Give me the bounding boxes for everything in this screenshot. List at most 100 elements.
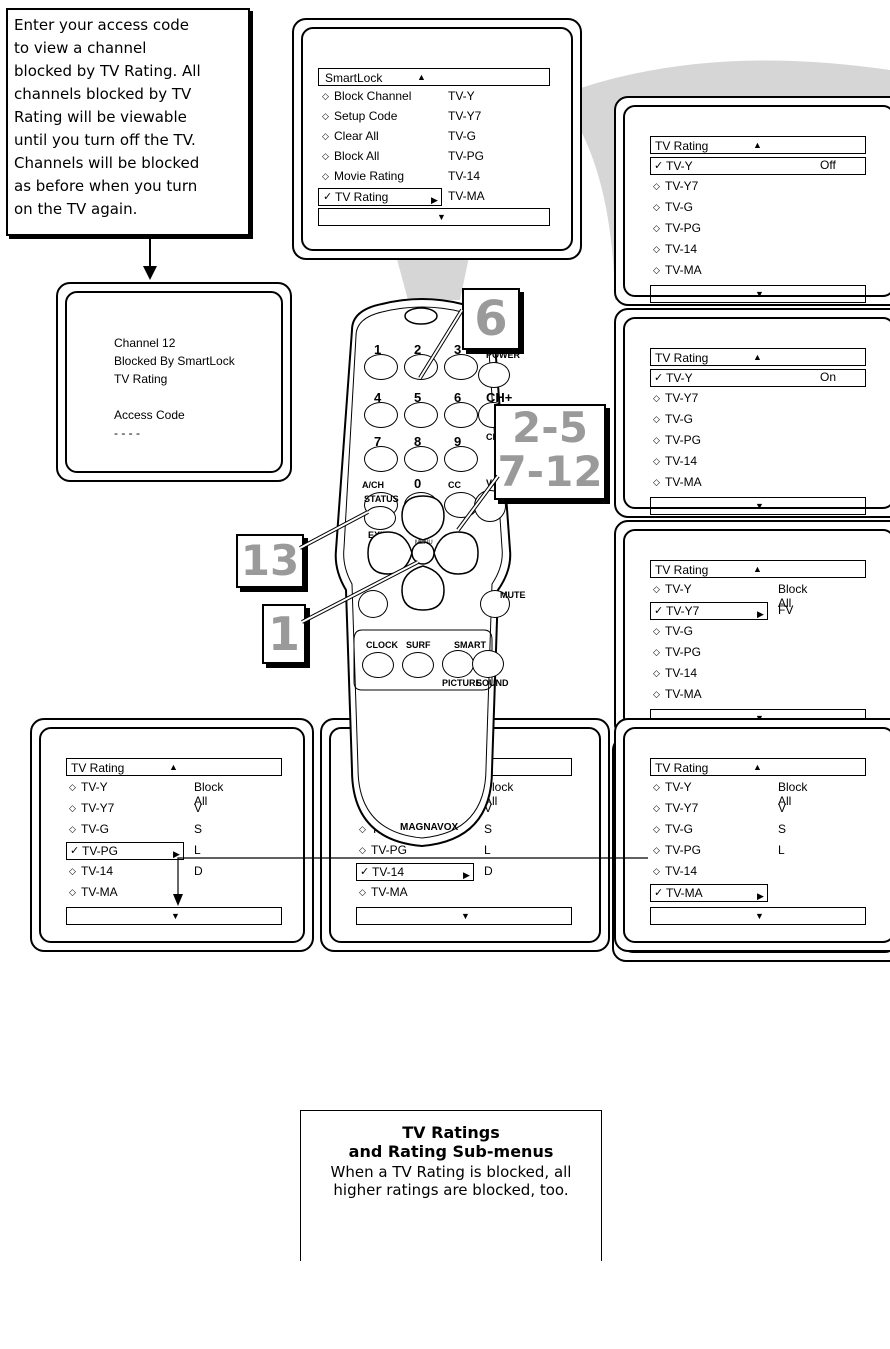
number-button-1[interactable] bbox=[364, 354, 398, 380]
smartlock-item[interactable]: ◇Movie Rating bbox=[318, 168, 550, 186]
diamond-icon: ◇ bbox=[322, 151, 329, 161]
rating-item[interactable]: ◇TV-PG bbox=[650, 644, 866, 662]
rating-note-box: TV Ratings and Rating Sub-menus When a T… bbox=[300, 1110, 602, 1261]
diamond-icon: ◇ bbox=[653, 668, 660, 678]
rating-item-label: TV-MA bbox=[665, 687, 702, 701]
right-arrow-icon: ▶ bbox=[463, 870, 470, 880]
rating-item-label: TV-Y7 bbox=[666, 604, 700, 618]
smartlock-item[interactable]: ◇ Block Channel bbox=[318, 88, 550, 106]
step-7-12-label: 7-12 bbox=[497, 447, 603, 496]
down-arrow-icon: ▼ bbox=[437, 212, 446, 222]
number-button-8[interactable] bbox=[404, 446, 438, 472]
callout-line: Enter your access code bbox=[14, 16, 190, 34]
dpad-up[interactable] bbox=[401, 495, 445, 541]
rating-item[interactable]: ◇TV-G bbox=[650, 411, 866, 429]
status-button[interactable] bbox=[364, 506, 396, 530]
rating-item[interactable]: ✓TV-Y bbox=[650, 369, 866, 387]
rating-item[interactable]: ✓TV-PG▶ bbox=[66, 842, 184, 860]
rating-value: FV bbox=[778, 603, 794, 617]
rating-item[interactable]: ◇TV-PG bbox=[650, 432, 866, 450]
number-label: 4 bbox=[374, 390, 382, 405]
smartlock-item[interactable]: ◇Clear All bbox=[318, 128, 550, 146]
rating-item[interactable]: ◇TV-14 bbox=[650, 241, 866, 259]
blocked-line: Access Code bbox=[114, 408, 185, 422]
rating-value: Block All bbox=[778, 582, 808, 610]
power-button[interactable] bbox=[478, 362, 510, 388]
rating-item-label: TV-14 bbox=[665, 242, 698, 256]
clock-button[interactable] bbox=[362, 652, 394, 678]
number-label: 2 bbox=[414, 342, 422, 357]
number-label: 1 bbox=[374, 342, 382, 357]
picture-button[interactable] bbox=[442, 650, 474, 678]
rating-item[interactable]: ◇TV-14 bbox=[650, 665, 866, 683]
rating-item[interactable]: ◇TV-G bbox=[66, 821, 282, 839]
rating-item[interactable]: ◇TV-MA bbox=[650, 686, 866, 704]
diamond-icon: ◇ bbox=[653, 435, 660, 445]
rating-item[interactable]: ◇TV-G bbox=[650, 199, 866, 217]
rating-item[interactable]: ◇TV-Y bbox=[650, 779, 866, 797]
rating-item[interactable]: ◇TV-14 bbox=[66, 863, 282, 881]
rating-item[interactable]: ◇TV-Y7 bbox=[650, 178, 866, 196]
rating-item[interactable]: ◇TV-Y7 bbox=[650, 390, 866, 408]
rating-item-label: TV-MA bbox=[665, 263, 702, 277]
rating-item[interactable]: ◇TV-14 bbox=[650, 863, 866, 881]
surf-button[interactable] bbox=[402, 652, 434, 678]
dpad-down[interactable] bbox=[401, 565, 445, 611]
smartlock-item-label: Block Channel bbox=[334, 89, 412, 103]
number-label: 5 bbox=[414, 390, 422, 405]
step-1-badge: 1 bbox=[262, 604, 306, 664]
rating-item[interactable]: ◇TV-MA bbox=[650, 474, 866, 492]
ch-plus-label: CH+ bbox=[486, 390, 513, 405]
menu-button[interactable] bbox=[411, 541, 435, 565]
diamond-icon: ◇ bbox=[69, 782, 76, 792]
rating-item[interactable]: ◇TV-MA bbox=[66, 884, 282, 902]
rating-item[interactable]: ◇TV-PG bbox=[650, 220, 866, 238]
down-arrow-icon: ▼ bbox=[171, 911, 180, 921]
smartlock-item[interactable]: ◇Setup Code bbox=[318, 108, 550, 126]
rating-item[interactable]: ✓TV-14▶ bbox=[356, 863, 474, 881]
mute-button[interactable] bbox=[480, 590, 510, 618]
access-code-dashes: - - - - bbox=[114, 426, 140, 440]
number-label: 0 bbox=[414, 476, 422, 491]
smartlock-item[interactable]: ✓TV Rating▶ bbox=[318, 188, 442, 206]
check-icon: ✓ bbox=[654, 160, 664, 172]
dpad[interactable] bbox=[358, 488, 488, 618]
rating-item[interactable]: ✓TV-Y7▶ bbox=[650, 602, 768, 620]
rating-item-label: TV-Y bbox=[666, 371, 693, 385]
rating-item[interactable]: ◇TV-G bbox=[650, 623, 866, 641]
rating-item[interactable]: ◇TV-G bbox=[650, 821, 866, 839]
diamond-icon: ◇ bbox=[653, 414, 660, 424]
rating-item[interactable]: ◇TV-Y7 bbox=[650, 800, 866, 818]
note-body-line2: higher ratings are blocked, too. bbox=[333, 1181, 569, 1199]
diamond-icon: ◇ bbox=[653, 845, 660, 855]
extra-left-button[interactable] bbox=[358, 590, 388, 618]
callout-line: until you turn off the TV. bbox=[14, 131, 196, 149]
diamond-icon: ◇ bbox=[653, 223, 660, 233]
rating-item[interactable]: ◇TV-PG bbox=[356, 842, 572, 860]
rating-item[interactable]: ✓TV-Y bbox=[650, 157, 866, 175]
rating-item-label: TV-G bbox=[665, 624, 694, 638]
rating-item[interactable]: ◇TV-PG bbox=[650, 842, 866, 860]
number-button-4[interactable] bbox=[364, 402, 398, 428]
rating-screen-tpg: TV Rating▲◇TV-Y◇TV-Y7◇TV-G✓TV-PG▶◇TV-14◇… bbox=[30, 718, 314, 952]
menu-title: TV Rating bbox=[655, 563, 709, 577]
rating-item[interactable]: ◇TV-Y bbox=[650, 581, 866, 599]
diamond-icon: ◇ bbox=[322, 91, 329, 101]
rating-item[interactable]: ◇TV-MA bbox=[650, 262, 866, 280]
number-button-9[interactable] bbox=[444, 446, 478, 472]
rating-item[interactable]: ◇TV-Y bbox=[66, 779, 282, 797]
diamond-icon: ◇ bbox=[69, 887, 76, 897]
rating-item-label: TV-14 bbox=[81, 864, 114, 878]
number-button-5[interactable] bbox=[404, 402, 438, 428]
rating-value: S bbox=[484, 822, 493, 836]
rating-item[interactable]: ◇TV-MA bbox=[356, 884, 572, 902]
sound-button[interactable] bbox=[472, 650, 504, 678]
rating-item[interactable]: ✓TV-MA▶ bbox=[650, 884, 768, 902]
number-button-6[interactable] bbox=[444, 402, 478, 428]
smartlock-item[interactable]: ◇Block All bbox=[318, 148, 550, 166]
rating-item[interactable]: ◇TV-14 bbox=[650, 453, 866, 471]
number-button-7[interactable] bbox=[364, 446, 398, 472]
rating-item[interactable]: ◇TV-Y7 bbox=[66, 800, 282, 818]
number-button-3[interactable] bbox=[444, 354, 478, 380]
